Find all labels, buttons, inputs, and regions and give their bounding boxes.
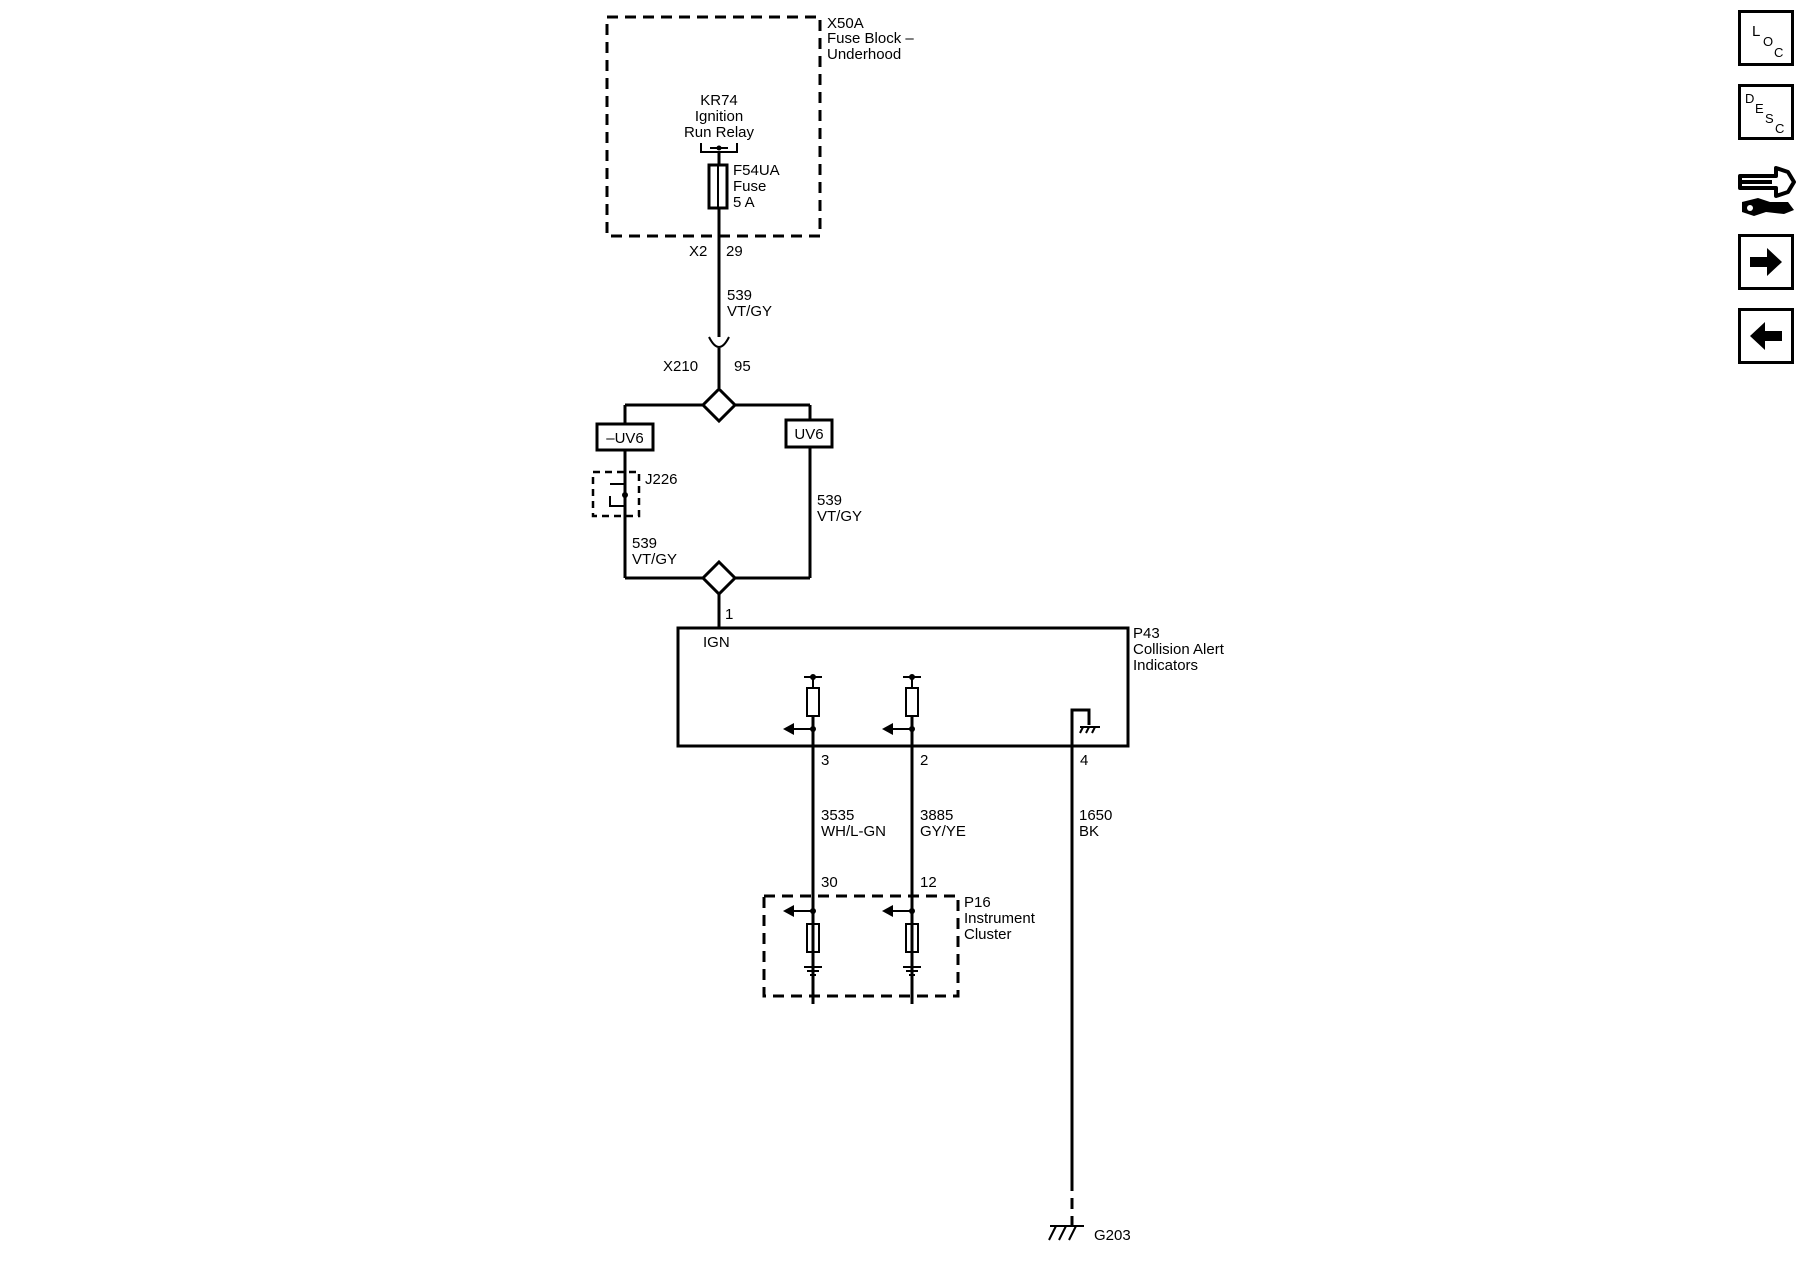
p43-label-2: Indicators <box>1133 657 1198 674</box>
description-button[interactable]: D E S C <box>1738 84 1794 140</box>
connector-tools-icon <box>1738 166 1796 216</box>
p16-pin-30: 30 <box>821 874 838 891</box>
previous-page-button[interactable] <box>1738 308 1794 364</box>
p43-ign-label: IGN <box>703 634 730 651</box>
p43-id: P43 <box>1133 625 1160 642</box>
p43-module-box <box>676 626 1130 748</box>
fuse-block-label-2: Underhood <box>827 46 901 63</box>
description-s-letter: S <box>1765 111 1774 126</box>
option-join-diamond <box>700 559 738 597</box>
fuse-block-id: X50A <box>827 15 864 32</box>
option-split-diamond <box>700 386 738 424</box>
fuse-id: F54UA <box>733 162 780 179</box>
wire-1650-circuit: 1650 <box>1079 807 1112 824</box>
wire-3535-color: WH/L-GN <box>821 823 886 840</box>
wire-539-top-color: VT/GY <box>727 303 772 320</box>
next-page-button[interactable] <box>1738 234 1794 290</box>
wire-3885-color: GY/YE <box>920 823 966 840</box>
option-uv6-label: UV6 <box>794 426 823 443</box>
location-c-letter: C <box>1774 45 1783 60</box>
connector-x2-id: X2 <box>689 243 707 260</box>
description-c-letter: C <box>1775 121 1784 136</box>
location-button[interactable]: L O C <box>1738 10 1794 66</box>
description-d-letter: D <box>1745 91 1754 106</box>
jumper-j226-symbol <box>609 483 628 507</box>
p43-pullup-resistor-3 <box>783 674 822 1004</box>
wire-539-left-circuit: 539 <box>632 535 657 552</box>
wire-539-right-color: VT/GY <box>817 508 862 525</box>
wire-539-right-circuit: 539 <box>817 492 842 509</box>
location-l-letter: L <box>1752 23 1760 40</box>
wire-539-top-circuit: 539 <box>727 287 752 304</box>
connector-x210-pin: 95 <box>734 358 751 375</box>
relay-label: Ignition <box>695 108 743 125</box>
wire-539-left-color: VT/GY <box>632 551 677 568</box>
p16-id: P16 <box>964 894 991 911</box>
ground-g203-symbol <box>1048 1225 1084 1241</box>
p16-pulldown-resistor-30 <box>783 905 822 976</box>
p16-label: Instrument <box>964 910 1036 927</box>
ground-g203-id: G203 <box>1094 1227 1131 1244</box>
p16-pulldown-resistor-12 <box>882 905 921 976</box>
connector-x210-id: X210 <box>663 358 698 375</box>
option-minus-uv6-label: –UV6 <box>606 430 644 447</box>
p43-chassis-ground-symbol <box>1070 708 1100 1180</box>
jumper-j226-outline <box>591 470 641 518</box>
p43-pin-2: 2 <box>920 752 928 769</box>
description-e-letter: E <box>1755 101 1764 116</box>
p43-pin-3: 3 <box>821 752 829 769</box>
p43-pullup-resistor-2 <box>882 674 921 1004</box>
relay-contact-symbol <box>700 143 738 153</box>
p43-label: Collision Alert <box>1133 641 1225 658</box>
connector-tools-button[interactable] <box>1736 154 1798 220</box>
p43-pin-4: 4 <box>1080 752 1088 769</box>
wire-3535-circuit: 3535 <box>821 807 854 824</box>
location-o-letter: O <box>1763 34 1773 49</box>
arrow-left-icon <box>1750 322 1782 350</box>
p16-outline <box>762 894 960 998</box>
p16-pin-12: 12 <box>920 874 937 891</box>
wire-1650-color: BK <box>1079 823 1099 840</box>
fuse-type: Fuse <box>733 178 766 195</box>
p16-label-2: Cluster <box>964 926 1012 943</box>
wire-3885-circuit: 3885 <box>920 807 953 824</box>
jumper-j226-id: J226 <box>645 471 678 488</box>
arrow-right-icon <box>1750 248 1782 276</box>
fuse-block-label: Fuse Block – <box>827 30 914 47</box>
relay-label-2: Run Relay <box>684 124 755 141</box>
relay-id: KR74 <box>700 92 738 109</box>
connector-x2-pin: 29 <box>726 243 743 260</box>
fuse-rating: 5 A <box>733 194 755 211</box>
p43-pin-1: 1 <box>725 606 733 623</box>
connector-x210-symbol <box>708 336 730 348</box>
